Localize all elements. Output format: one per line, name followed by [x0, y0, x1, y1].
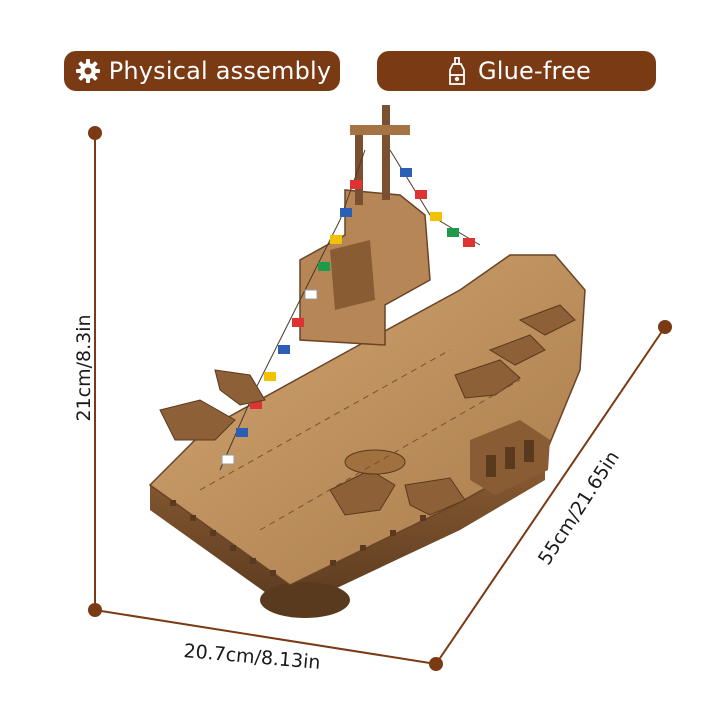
length-dimension-line [435, 326, 666, 665]
hull-side [150, 455, 545, 610]
mast-right [382, 105, 390, 200]
corner-dot [88, 603, 102, 617]
width-dimension-line [94, 609, 437, 665]
physical-assembly-label: Physical assembly [108, 57, 332, 85]
deck-aircraft [159, 304, 576, 516]
flight-deck [148, 254, 586, 586]
gear-icon [73, 56, 103, 86]
glue-bottle-icon [442, 56, 472, 86]
mast-crossbar [350, 125, 410, 135]
length-end-dot [658, 320, 672, 334]
front-corner-dot [429, 657, 443, 671]
island-grill [330, 240, 375, 310]
glue-free-badge: Glue-free [377, 51, 656, 91]
deck-markings [199, 349, 521, 531]
stern-detail [260, 582, 350, 618]
mast-left [355, 125, 363, 205]
signal-flags [219, 149, 481, 471]
height-dimension-label: 21cm/8.3in [73, 314, 95, 422]
physical-assembly-badge: Physical assembly [64, 51, 340, 91]
glue-free-label: Glue-free [477, 57, 592, 85]
height-top-dot [88, 126, 102, 140]
